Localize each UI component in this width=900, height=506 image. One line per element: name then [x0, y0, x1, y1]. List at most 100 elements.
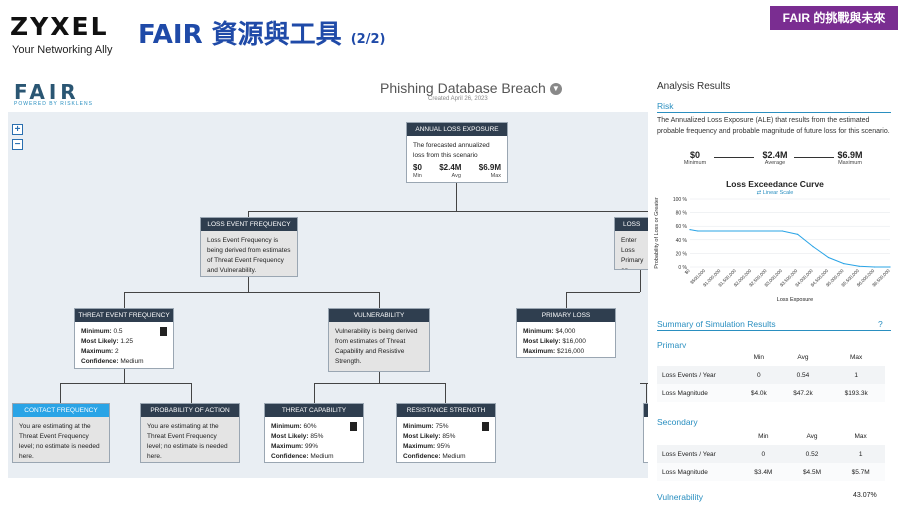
- slide-title-suffix: (2/2): [350, 32, 386, 47]
- node-probability-of-action[interactable]: PROBABILITY OF ACTION You are estimating…: [140, 403, 240, 463]
- loss-exceedance-line: [689, 229, 890, 268]
- row-label: Loss Events / Year: [657, 445, 739, 463]
- chevron-down-icon[interactable]: ▼: [549, 83, 562, 96]
- summary-heading: Summary of Simulation Results: [657, 319, 776, 329]
- node-title: VULNERABILITY: [329, 309, 429, 322]
- node-truncated[interactable]: [643, 403, 648, 463]
- cell-max: $5.7M: [836, 463, 885, 481]
- table-row: Loss Magnitude$4.0k$47.2k$193.3k: [657, 384, 885, 402]
- y-tick-label: 20 %: [676, 251, 688, 257]
- stat-value: $0: [689, 150, 700, 160]
- node-loss-event-frequency[interactable]: LOSS EVENT FREQUENCY Loss Event Frequenc…: [200, 217, 298, 277]
- value-row: Minimum: $4,000: [523, 327, 609, 337]
- y-tick-label: 80 %: [676, 211, 688, 217]
- panel-title: Analysis Results: [657, 81, 731, 92]
- value-text: Medium: [442, 453, 466, 460]
- value-text: 0.5: [113, 328, 123, 335]
- data-point: [697, 230, 699, 232]
- value-row: Maximum: 2: [81, 347, 167, 357]
- scenario-title-text: Phishing Database Breach: [380, 80, 546, 96]
- node-title: RESISTANCE STRENGTH: [397, 404, 495, 417]
- node-threat-capability[interactable]: THREAT CAPABILITY Minimum: 60%Most Likel…: [264, 403, 364, 463]
- value-label: Confidence:: [271, 453, 309, 460]
- col-header: Min: [739, 348, 779, 366]
- help-icon[interactable]: ?: [878, 319, 883, 329]
- col-header: Avg: [787, 427, 837, 445]
- document-icon[interactable]: [160, 327, 167, 336]
- connector-line: [248, 211, 648, 212]
- value-row: Confidence: Medium: [271, 452, 357, 462]
- analysis-results-panel: Analysis Results Risk The Annualized Los…: [650, 72, 900, 506]
- value-row: Minimum: 75%: [403, 422, 489, 432]
- loss-exceedance-chart: Loss Exceedance Curve ⇄ Linear Scale Pro…: [650, 177, 900, 305]
- stat-maximum: $6.9M Maximum: [822, 150, 878, 166]
- value-label: Minimum:: [523, 328, 554, 335]
- data-point: [889, 266, 891, 268]
- value-text: 2: [114, 348, 119, 355]
- scenario-date: Created April 26, 2023: [428, 96, 488, 102]
- node-resistance-strength[interactable]: RESISTANCE STRENGTH Minimum: 75%Most Lik…: [396, 403, 496, 463]
- value-label: Confidence:: [403, 453, 441, 460]
- node-description: The forecasted annualized loss from this…: [413, 142, 490, 159]
- value-label: Most Likely:: [81, 338, 119, 345]
- fair-logo: FAIR: [14, 80, 80, 104]
- stat-label: Average: [764, 160, 786, 166]
- node-annual-loss-exposure[interactable]: ANNUAL LOSS EXPOSURE The forecasted annu…: [406, 122, 508, 183]
- value-text: $4,000: [555, 328, 576, 335]
- value-text: 1.25: [120, 338, 134, 345]
- node-contact-frequency[interactable]: CONTACT FREQUENCY You are estimating at …: [12, 403, 110, 463]
- cell-max: 1: [827, 366, 885, 384]
- cell-avg: 0.54: [778, 366, 828, 384]
- data-point: [874, 266, 876, 268]
- value-text: $216,000: [556, 348, 585, 355]
- chart-title: Loss Exceedance Curve: [726, 179, 824, 189]
- value-row: Maximum: 99%: [271, 442, 357, 452]
- value-text: 60%: [303, 423, 317, 430]
- node-values: Minimum: 75%Most Likely: 85%Maximum: 95%…: [397, 417, 495, 467]
- zoom-out-button[interactable]: −: [12, 139, 23, 150]
- value-label: Most Likely:: [523, 338, 561, 345]
- value-row: Most Likely: 85%: [403, 432, 489, 442]
- document-icon[interactable]: [482, 422, 489, 431]
- connector-line: [248, 211, 249, 217]
- scenario-title[interactable]: Phishing Database Breach▼: [380, 80, 562, 96]
- node-loss-magnitude[interactable]: LOSS Enter Loss Primary an: [614, 217, 648, 270]
- node-title: CONTACT FREQUENCY: [13, 404, 109, 417]
- ale-min-label: Min: [413, 173, 422, 179]
- document-icon[interactable]: [350, 422, 357, 431]
- y-tick-label: 40 %: [676, 238, 688, 244]
- node-title: ANNUAL LOSS EXPOSURE: [407, 123, 507, 136]
- value-text: $16,000: [562, 338, 586, 345]
- value-text: Medium: [120, 358, 144, 365]
- node-description: Vulnerability is being derived from esti…: [335, 328, 418, 365]
- chart-subtitle[interactable]: ⇄ Linear Scale: [650, 190, 900, 196]
- connector-line: [248, 277, 249, 292]
- value-label: Maximum:: [523, 348, 556, 355]
- value-row: Confidence: Medium: [403, 452, 489, 462]
- connector-line: [640, 270, 641, 292]
- chart-subtitle-text: Linear Scale: [762, 190, 794, 196]
- connector-line: [379, 372, 380, 383]
- zoom-in-button[interactable]: +: [12, 124, 23, 135]
- chart-plot: 100 %80 %60 %40 %20 %0 %$0$500,000$1,000…: [673, 197, 891, 288]
- node-title: THREAT EVENT FREQUENCY: [75, 309, 173, 322]
- ale-max-label: Max: [490, 173, 501, 179]
- value-row: Minimum: 0.5: [81, 327, 167, 337]
- row-label: Loss Magnitude: [657, 384, 739, 402]
- value-label: Maximum:: [271, 443, 304, 450]
- node-values: Minimum: 60%Most Likely: 85%Maximum: 99%…: [265, 417, 363, 467]
- value-row: Maximum: $216,000: [523, 347, 609, 357]
- connector-line: [566, 292, 640, 293]
- cell-max: $193.3k: [827, 384, 885, 402]
- risk-heading: Risk: [657, 101, 674, 111]
- node-description: Enter Loss Primary an: [621, 237, 644, 269]
- connector-line: [640, 383, 648, 384]
- y-tick-label: 60 %: [676, 224, 688, 230]
- value-row: Confidence: Medium: [81, 357, 167, 367]
- node-vulnerability[interactable]: VULNERABILITY Vulnerability is being der…: [328, 308, 430, 372]
